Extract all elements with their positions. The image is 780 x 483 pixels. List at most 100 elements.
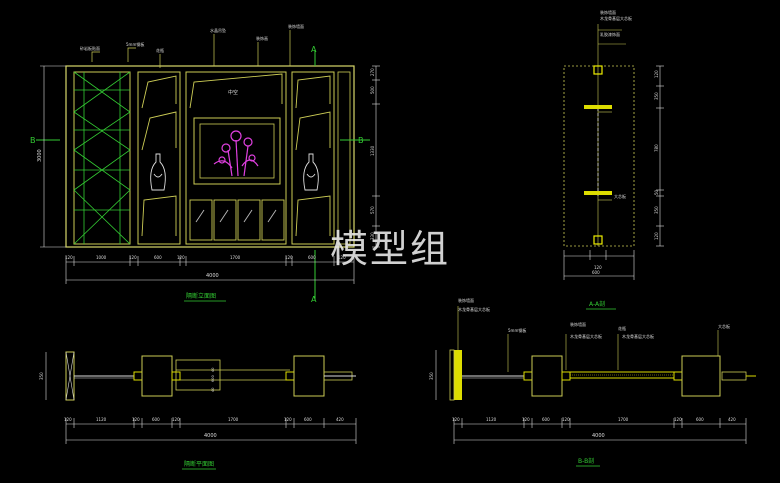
elevation-view: 中空 — [30, 23, 380, 304]
svg-text:1120: 1120 — [96, 417, 107, 422]
bb-callout-2: 木龙骨基层大芯板 — [458, 306, 490, 312]
svg-text:120: 120 — [522, 417, 530, 422]
svg-text:600: 600 — [308, 255, 316, 260]
elev-callout-5: 装饰画 — [256, 35, 268, 41]
aa-callout-3: 乳胶漆饰面 — [600, 31, 620, 37]
svg-text:420: 420 — [728, 417, 736, 422]
svg-text:120: 120 — [338, 255, 346, 260]
elev-callout-2: 5mm钢板 — [126, 41, 144, 47]
plan-bottom-dims: 120 1120 120 600 120 1700 120 600 420 — [64, 417, 344, 422]
elevation-frame — [65, 65, 355, 248]
svg-text:120: 120 — [132, 417, 140, 422]
svg-text:1000: 1000 — [96, 255, 107, 260]
svg-text:120: 120 — [177, 255, 185, 260]
svg-text:600: 600 — [152, 417, 160, 422]
svg-text:570: 570 — [370, 206, 375, 214]
plan-view: 40 600 40 350 120 1120 120 600 120 1700 … — [39, 351, 357, 470]
bb-cabinet-right — [681, 355, 721, 397]
center-hollow-label: 中空 — [228, 89, 238, 96]
svg-text:1120: 1120 — [486, 417, 497, 422]
svg-text:500: 500 — [370, 86, 375, 94]
bb-bottom-dims: 120 1120 120 600 120 1700 120 600 420 — [452, 417, 736, 422]
elevation-title: 隔断立面图 — [186, 292, 216, 300]
svg-text:40: 40 — [211, 368, 215, 372]
svg-text:120: 120 — [129, 255, 137, 260]
bb-overall-width: 4000 — [592, 433, 605, 439]
svg-text:600: 600 — [696, 417, 704, 422]
plan-cabinet-right — [293, 355, 325, 397]
section-mark-b-left: B — [30, 136, 36, 145]
elev-callout-4: 水晶吊坠 — [210, 27, 226, 33]
bb-callout-4: 装饰墙面 — [570, 321, 586, 327]
section-mark-b-right: B — [358, 136, 364, 145]
aa-right-dims: 120 350 780 50 350 120 — [654, 70, 659, 240]
svg-text:40: 40 — [211, 388, 215, 392]
bb-title: B-B剖 — [578, 457, 594, 465]
svg-text:600: 600 — [592, 270, 600, 275]
bb-depth: 350 — [429, 372, 434, 380]
aa-shelf-top — [584, 105, 612, 109]
vase-right — [303, 153, 319, 191]
svg-text:420: 420 — [336, 417, 344, 422]
svg-text:270: 270 — [370, 68, 375, 76]
svg-text:780: 780 — [654, 144, 659, 152]
vase-left — [150, 153, 166, 191]
svg-text:120: 120 — [674, 417, 682, 422]
elev-callout-3: 花瓶 — [156, 47, 164, 53]
aa-bottom-dims: 120 600 — [592, 265, 602, 275]
elev-overall-width: 4000 — [206, 273, 219, 279]
svg-text:120: 120 — [452, 417, 460, 422]
aa-callout-1: 装饰墙面 — [600, 9, 616, 15]
svg-text:600: 600 — [542, 417, 550, 422]
svg-text:1700: 1700 — [618, 417, 629, 422]
decor-painting-frame — [193, 117, 281, 185]
svg-text:600: 600 — [154, 255, 162, 260]
elev-right-dims: 270 500 1330 570 330 — [370, 68, 375, 240]
svg-text:120: 120 — [654, 70, 659, 78]
lower-cabinet-doors — [189, 199, 285, 241]
plan-depth: 350 — [39, 372, 44, 380]
section-mark-a-top: A — [311, 45, 317, 54]
watermark-text: 模型组 — [330, 227, 451, 271]
svg-text:350: 350 — [654, 92, 659, 100]
aa-callout-4: 大芯板 — [614, 193, 626, 199]
svg-text:330: 330 — [370, 232, 375, 240]
plan-title: 隔断平面图 — [184, 460, 214, 468]
svg-text:1330: 1330 — [370, 145, 375, 156]
bb-cabinet-left — [531, 355, 563, 397]
plan-overall-width: 4000 — [204, 433, 217, 439]
bb-callout-1: 装饰墙面 — [458, 297, 474, 303]
svg-text:600: 600 — [304, 417, 312, 422]
section-lines — [36, 50, 370, 300]
elev-bottom-dims: 120 1000 120 600 120 1700 120 600 120 — [65, 255, 346, 260]
elev-callout-6: 装饰墙面 — [288, 23, 304, 29]
svg-text:50: 50 — [654, 189, 659, 195]
svg-text:120: 120 — [285, 255, 293, 260]
aa-callout-2: 木龙骨基层大芯板 — [600, 15, 632, 21]
plan-mid-dims: 40 600 40 — [211, 368, 215, 392]
lattice-pattern — [73, 71, 131, 245]
svg-text:120: 120 — [562, 417, 570, 422]
bb-callout-7: 木龙骨基层大芯板 — [622, 333, 654, 339]
right-shelf-column — [291, 71, 335, 245]
aa-shelf-bottom — [584, 191, 612, 195]
svg-text:120: 120 — [64, 417, 72, 422]
aa-title: A-A剖 — [589, 300, 605, 308]
svg-text:120: 120 — [284, 417, 292, 422]
svg-text:120: 120 — [65, 255, 73, 260]
elev-callout-1: 砂岩板贴面 — [80, 45, 100, 51]
section-bb-view: 装饰墙面 木龙骨基层大芯板 5mm钢板 装饰墙面 木龙骨基层大芯板 花瓶 木龙骨… — [429, 297, 756, 467]
flower-painting — [213, 130, 259, 177]
section-aa-view: 装饰墙面 木龙骨基层大芯板 乳胶漆饰面 大芯板 120 350 780 50 3… — [563, 9, 664, 310]
svg-text:120: 120 — [594, 265, 602, 270]
center-panel — [185, 71, 287, 245]
bb-callout-3: 5mm钢板 — [508, 327, 526, 333]
svg-text:120: 120 — [654, 232, 659, 240]
lattice-column — [73, 71, 131, 245]
bb-callout-8: 大芯板 — [718, 323, 730, 329]
svg-text:600: 600 — [211, 375, 215, 382]
aa-outline — [563, 65, 635, 247]
plan-cabinet-left — [141, 355, 173, 397]
elev-overall-height: 3000 — [37, 149, 43, 162]
